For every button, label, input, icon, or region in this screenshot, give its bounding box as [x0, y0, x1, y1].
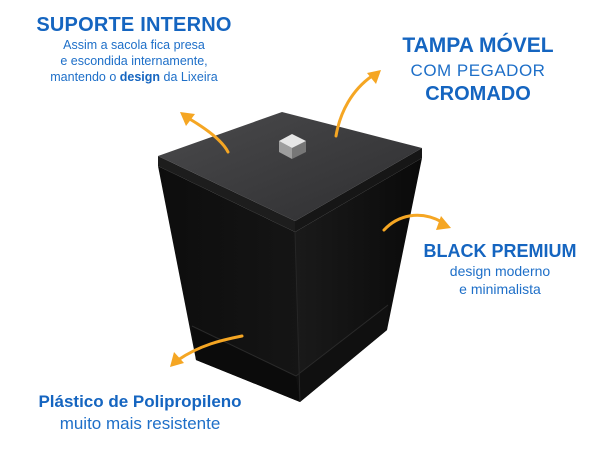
callout-desc-bold: design: [119, 70, 161, 84]
callout-subtitle: COM PEGADOR: [410, 61, 546, 80]
arrow-icon: [176, 334, 244, 362]
chrome-handle: [279, 134, 306, 159]
arrow-icon: [170, 352, 184, 367]
callout-desc-line: design moderno: [449, 263, 551, 279]
arrow-icon: [436, 216, 451, 230]
arrow-icon: [186, 116, 230, 154]
callout-plastico: Plástico de Polipropileno muito mais res…: [20, 392, 260, 434]
callout-desc-part: da Lixeira: [160, 70, 218, 84]
callout-suporte-interno: SUPORTE INTERNO Assim a sacola fica pres…: [34, 14, 234, 85]
callout-desc-part: mantendo o: [50, 70, 120, 84]
arrow-icon: [334, 74, 374, 138]
callout-title: BLACK PREMIUM: [423, 241, 577, 261]
callout-desc-line: Assim a sacola fica presa: [63, 38, 205, 52]
callout-title: TAMPA MÓVEL: [402, 34, 554, 57]
arrow-icon: [180, 112, 195, 126]
callout-title-emphasis: CROMADO: [425, 83, 531, 105]
callout-tampa-movel: TAMPA MÓVEL COM PEGADOR CROMADO: [398, 34, 558, 106]
arrow-icon: [367, 70, 381, 84]
callout-title: SUPORTE INTERNO: [36, 14, 232, 36]
arrow-icon: [382, 213, 444, 232]
bin-body: [158, 158, 422, 403]
callout-desc-line: muito mais resistente: [59, 414, 221, 433]
callout-desc-line: e escondida internamente,: [60, 54, 208, 68]
callout-title: Plástico de Polipropileno: [38, 392, 242, 411]
bin-lid: [158, 112, 422, 232]
callout-black-premium: BLACK PREMIUM design moderno e minimalis…: [420, 241, 580, 298]
callout-desc-line: mantendo o design da Lixeira: [34, 69, 234, 85]
callout-desc-line: e minimalista: [459, 281, 541, 297]
